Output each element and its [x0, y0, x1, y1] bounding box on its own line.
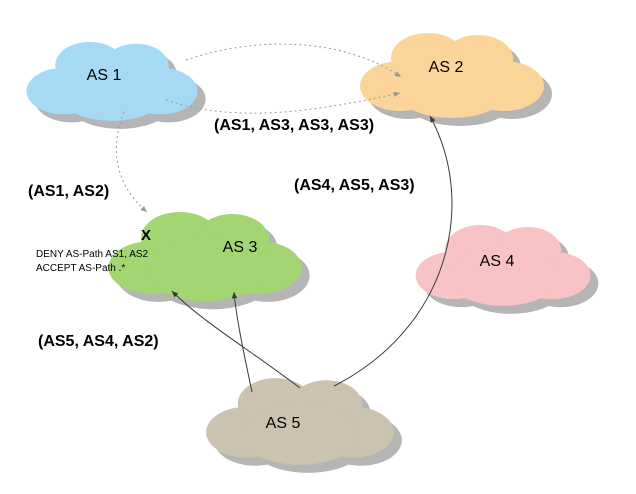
as3-filter-annotation: X DENY AS-Path AS1, AS2 ACCEPT AS-Path .… — [36, 227, 151, 274]
edge-as1-to-as2-upper — [185, 43, 402, 78]
edge-as5-to-as3-left — [171, 290, 301, 389]
edge-as1-to-as2-lower — [165, 91, 401, 114]
dotted-announcement-edges — [116, 43, 402, 213]
deny-rule-text: DENY AS-Path AS1, AS2 — [36, 249, 149, 260]
as5-label: AS 5 — [266, 415, 301, 432]
edge-label-as5-as4-as2: (AS5, AS4, AS2) — [38, 333, 159, 350]
solid-propagation-edges — [171, 115, 453, 393]
edge-as5-to-as2 — [333, 115, 453, 387]
as4-label: AS 4 — [480, 253, 515, 270]
edge-label-as4-as5-as3: (AS4, AS5, AS3) — [294, 177, 415, 194]
as1-label: AS 1 — [87, 67, 122, 84]
edge-labels: (AS1, AS3, AS3, AS3) (AS1, AS2) (AS4, AS… — [28, 117, 415, 350]
as2-label: AS 2 — [429, 59, 464, 76]
reject-x-mark: X — [141, 227, 151, 244]
edge-as5-to-as3-right — [231, 291, 253, 393]
node-labels: AS 1 AS 2 AS 3 AS 4 AS 5 — [87, 59, 515, 432]
accept-rule-text: ACCEPT AS-Path .* — [36, 263, 125, 274]
as3-label: AS 3 — [223, 239, 258, 256]
edge-label-as1-as3-as3-as3: (AS1, AS3, AS3, AS3) — [214, 117, 374, 134]
edge-label-as1-as2: (AS1, AS2) — [28, 183, 109, 200]
